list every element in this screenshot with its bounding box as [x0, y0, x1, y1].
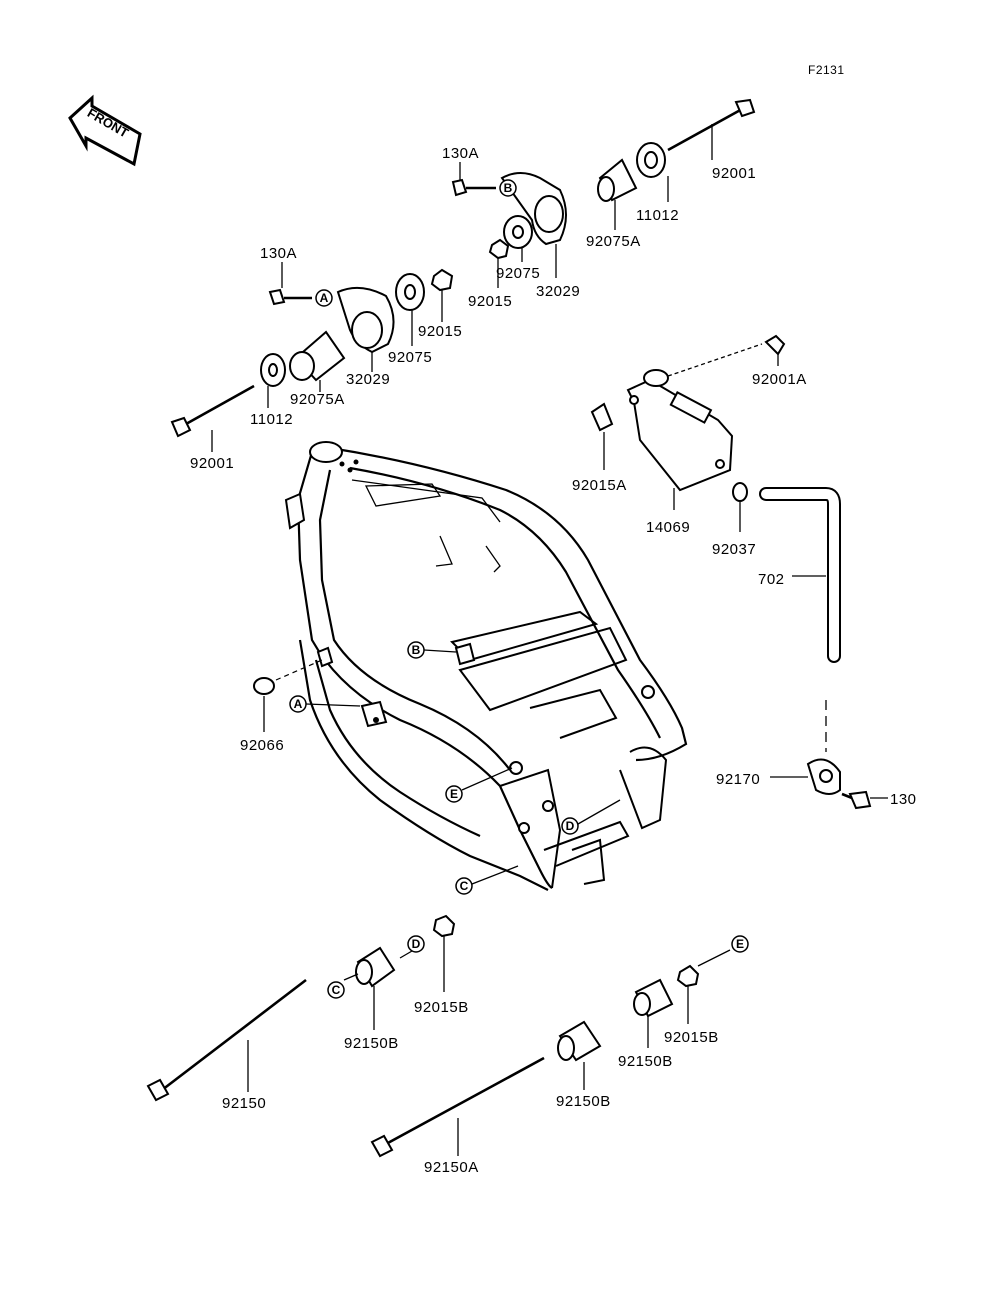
part-label-92015-left: 92015 [418, 323, 462, 340]
part-label-92150: 92150 [222, 1095, 266, 1112]
ref-mark-c-lower: C [327, 981, 345, 999]
part-label-92015b-right: 92015B [664, 1029, 719, 1046]
part-label-130: 130 [890, 791, 917, 808]
part-label-92066: 92066 [240, 737, 284, 754]
svg-text:D: D [412, 937, 421, 951]
part-label-14069: 14069 [646, 519, 690, 536]
frame [284, 441, 688, 891]
part-label-32029-top: 32029 [536, 283, 580, 300]
ref-mark-b-top: B [499, 179, 517, 197]
svg-text:B: B [412, 643, 421, 657]
ref-mark-d-frame: D [561, 817, 579, 835]
svg-text:D: D [566, 819, 575, 833]
lower-fasteners [146, 914, 731, 1158]
part-label-92075a-top: 92075A [586, 233, 641, 250]
svg-text:A: A [320, 291, 329, 305]
part-label-92150a: 92150A [424, 1159, 479, 1176]
ref-mark-e-lower: E [731, 935, 749, 953]
svg-text:C: C [460, 879, 469, 893]
part-label-92075a-left: 92075A [290, 391, 345, 408]
top-mount-assembly [451, 98, 756, 288]
ref-mark-e-frame: E [445, 785, 463, 803]
part-label-11012-left: 11012 [250, 411, 293, 428]
part-label-92075-left: 92075 [388, 349, 432, 366]
part-label-92170: 92170 [716, 771, 760, 788]
front-arrow-icon: FRONT [68, 94, 142, 167]
part-label-92001a: 92001A [752, 371, 807, 388]
part-label-92150b-low: 92150B [556, 1093, 611, 1110]
svg-text:C: C [332, 983, 341, 997]
frame-callouts [253, 649, 621, 885]
part-label-130a-left: 130A [260, 245, 297, 262]
part-label-32029-left: 32029 [346, 371, 390, 388]
part-label-92150b-right: 92150B [618, 1053, 673, 1070]
svg-text:B: B [504, 181, 513, 195]
part-label-130a-top: 130A [442, 145, 479, 162]
figure-ref: F2131 [808, 63, 845, 77]
part-label-92001-top: 92001 [712, 165, 756, 182]
ref-mark-d-lower: D [407, 935, 425, 953]
part-label-92037: 92037 [712, 541, 756, 558]
part-label-92015-top: 92015 [468, 293, 512, 310]
part-label-92075-top: 92075 [496, 265, 540, 282]
part-label-92015b-mid: 92015B [414, 999, 469, 1016]
part-label-92001-left: 92001 [190, 455, 234, 472]
part-label-702: 702 [758, 571, 785, 588]
ref-mark-a-frame: A [289, 695, 307, 713]
part-label-11012-top: 11012 [636, 207, 679, 224]
ref-mark-a-top: A [315, 289, 333, 307]
svg-text:E: E [736, 937, 744, 951]
svg-text:A: A [294, 697, 303, 711]
ref-mark-c-frame: C [455, 877, 473, 895]
ref-mark-b-frame: B [407, 641, 425, 659]
part-label-92150b-mid: 92150B [344, 1035, 399, 1052]
part-label-92015a: 92015A [572, 477, 627, 494]
left-mount-assembly [170, 262, 454, 452]
svg-text:E: E [450, 787, 458, 801]
reservoir-assembly [590, 334, 888, 810]
